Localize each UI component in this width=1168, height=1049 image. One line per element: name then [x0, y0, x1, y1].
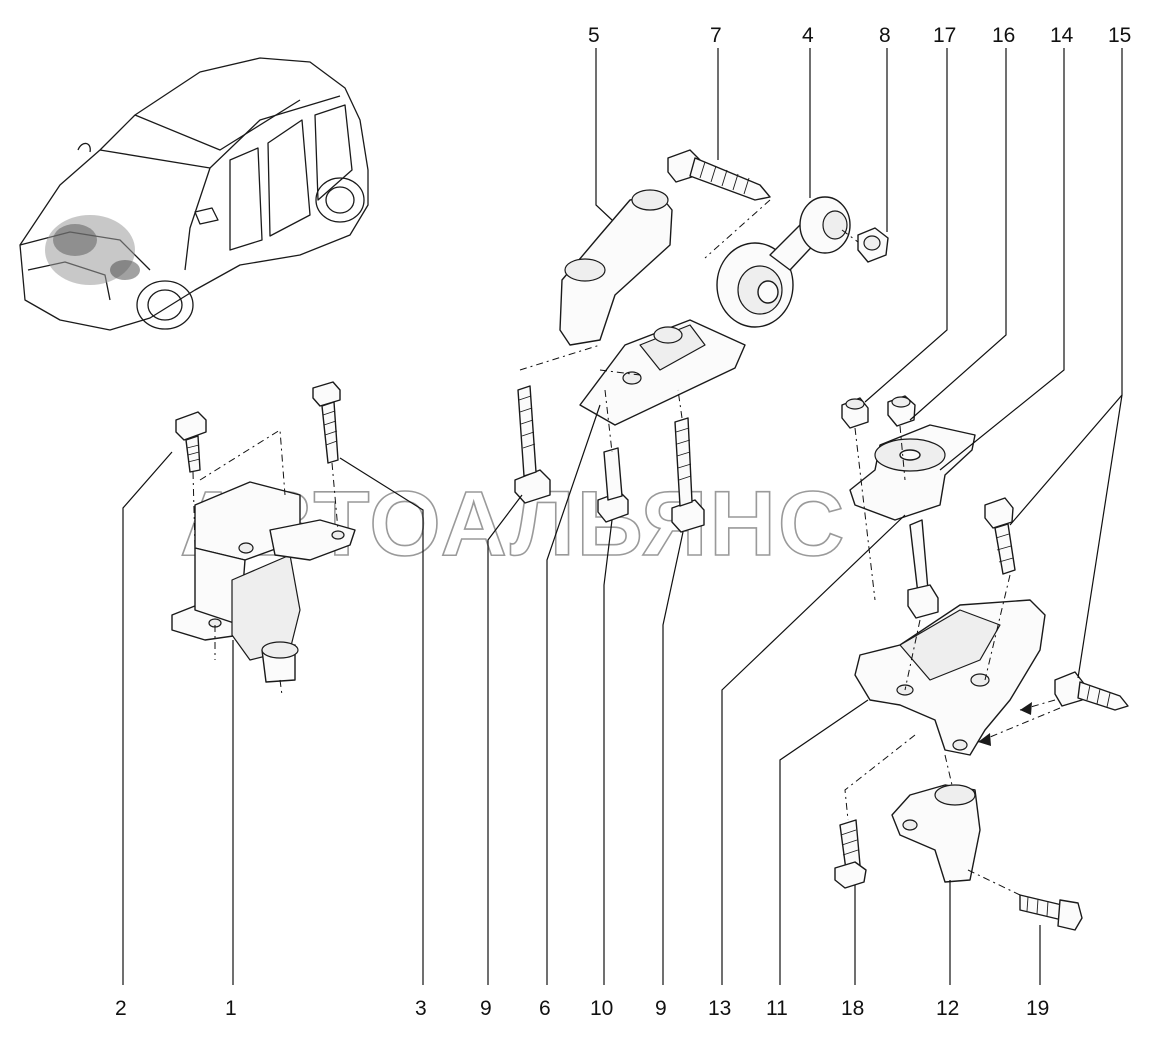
- callout-17: 17: [933, 24, 956, 47]
- callout-8: 8: [879, 24, 891, 47]
- bottom-callout-labels: 2 1 3 9 6 10 9 13 11 18 12 19: [115, 997, 1049, 1020]
- callout-7: 7: [710, 24, 722, 47]
- callout-9-left: 9: [480, 997, 492, 1020]
- right-mount-assembly: [834, 395, 1129, 931]
- callout-11: 11: [766, 997, 788, 1020]
- callout-15: 15: [1108, 24, 1131, 47]
- leader-lines: [122, 48, 1123, 985]
- callout-2: 2: [115, 997, 127, 1020]
- callout-1: 1: [225, 997, 237, 1020]
- callout-18: 18: [841, 997, 864, 1020]
- callout-16: 16: [992, 24, 1015, 47]
- vehicle-locator-illustration: [19, 57, 369, 331]
- left-mount-assembly: [171, 381, 356, 696]
- callout-4: 4: [802, 24, 814, 47]
- torque-rod-assembly: [667, 149, 889, 328]
- callout-6: 6: [539, 997, 551, 1020]
- center-mount-assembly: [514, 189, 746, 533]
- callout-3: 3: [415, 997, 427, 1020]
- callout-19: 19: [1026, 997, 1049, 1020]
- top-callout-labels: 5 7 4 8 17 16 14 15: [588, 24, 1131, 47]
- callout-12: 12: [936, 997, 959, 1020]
- callout-9-right: 9: [655, 997, 667, 1020]
- callout-13: 13: [708, 997, 731, 1020]
- callout-5: 5: [588, 24, 600, 47]
- callout-10: 10: [590, 997, 613, 1020]
- callout-14: 14: [1050, 24, 1074, 47]
